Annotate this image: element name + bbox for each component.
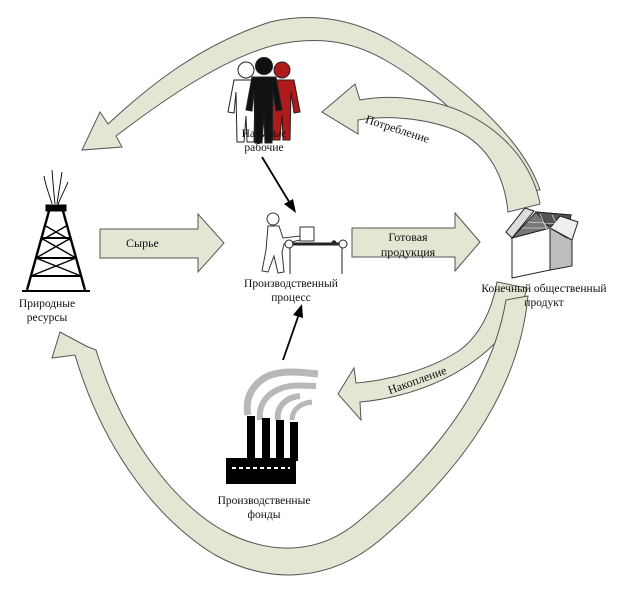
bottom-loop-arrow: [51, 295, 529, 576]
label-raw-materials: Сырье: [126, 236, 159, 250]
label-finished-goods: Готовая продукция: [380, 230, 436, 259]
accumulation-arrow: [337, 281, 528, 422]
label-final-product: Конечный общественный продукт: [481, 283, 607, 309]
label-hired-workers: Наемные рабочие: [241, 128, 287, 154]
label-production-process: Производственный процесс: [244, 278, 338, 304]
raw-materials-arrow: [99, 212, 225, 274]
funds-to-process-arrowhead: [293, 304, 303, 318]
workers-to-process-arrow: [261, 156, 292, 206]
label-natural-resources: Природные ресурсы: [18, 298, 76, 324]
workers-to-process-arrowhead: [284, 199, 296, 213]
product-box-icon: [505, 207, 579, 279]
factory-icon: [226, 368, 319, 484]
finished-goods-arrow: [351, 211, 481, 273]
top-loop-arrow: [81, 17, 541, 193]
workers-group-icon: [227, 57, 301, 144]
production-process-icon: [261, 212, 348, 274]
funds-to-process-arrow: [282, 313, 300, 361]
consumption-arrow: [321, 83, 541, 213]
label-production-funds: Производственные фонды: [217, 495, 311, 521]
worker-black-icon: [245, 57, 283, 144]
oil-derrick-icon: [22, 169, 90, 292]
